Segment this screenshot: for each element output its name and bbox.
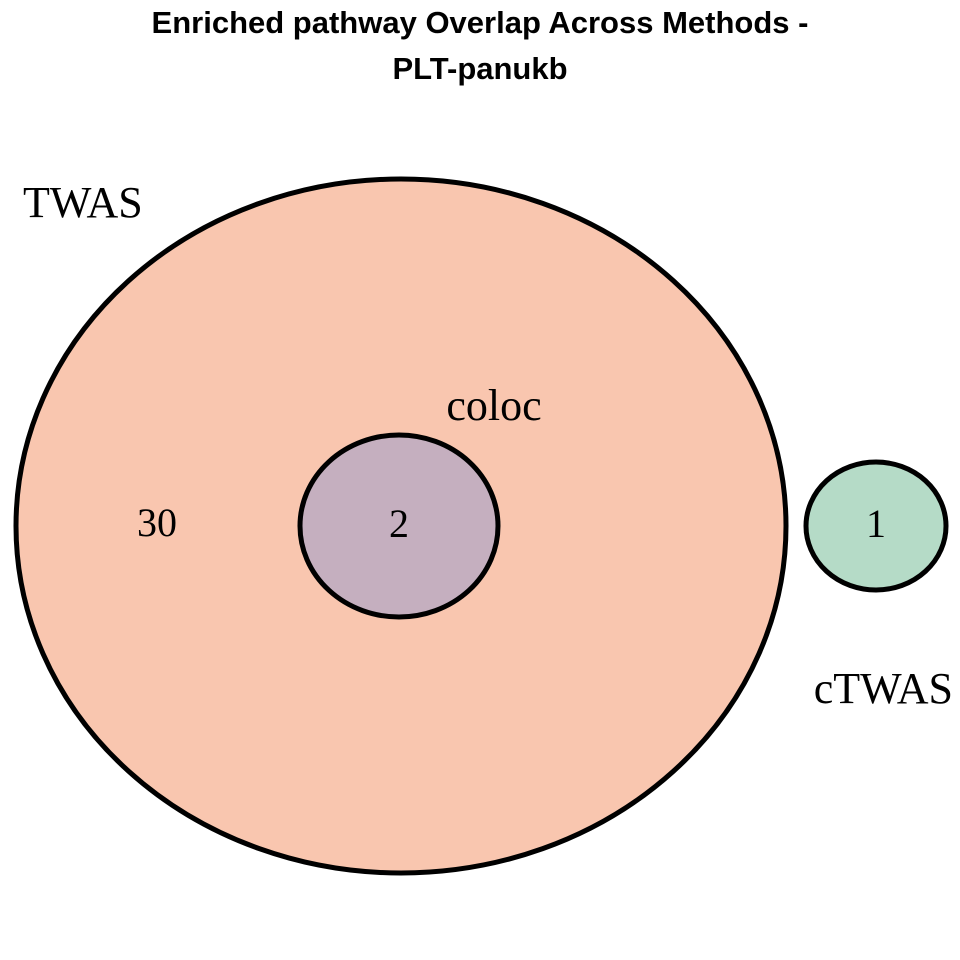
- count-label-twas-coloc: 2: [389, 501, 409, 546]
- set-ellipse-ctwas[interactable]: [803, 459, 949, 593]
- set-label-ctwas: cTWAS: [814, 664, 953, 713]
- set-ellipse-coloc[interactable]: [297, 432, 501, 620]
- count-label-ctwas-only: 1: [866, 501, 886, 546]
- count-label-twas-only: 30: [137, 500, 177, 545]
- page-title: Enriched pathway Overlap Across Methods …: [151, 5, 809, 86]
- set-label-twas: TWAS: [23, 178, 143, 227]
- set-label-coloc: coloc: [446, 381, 541, 430]
